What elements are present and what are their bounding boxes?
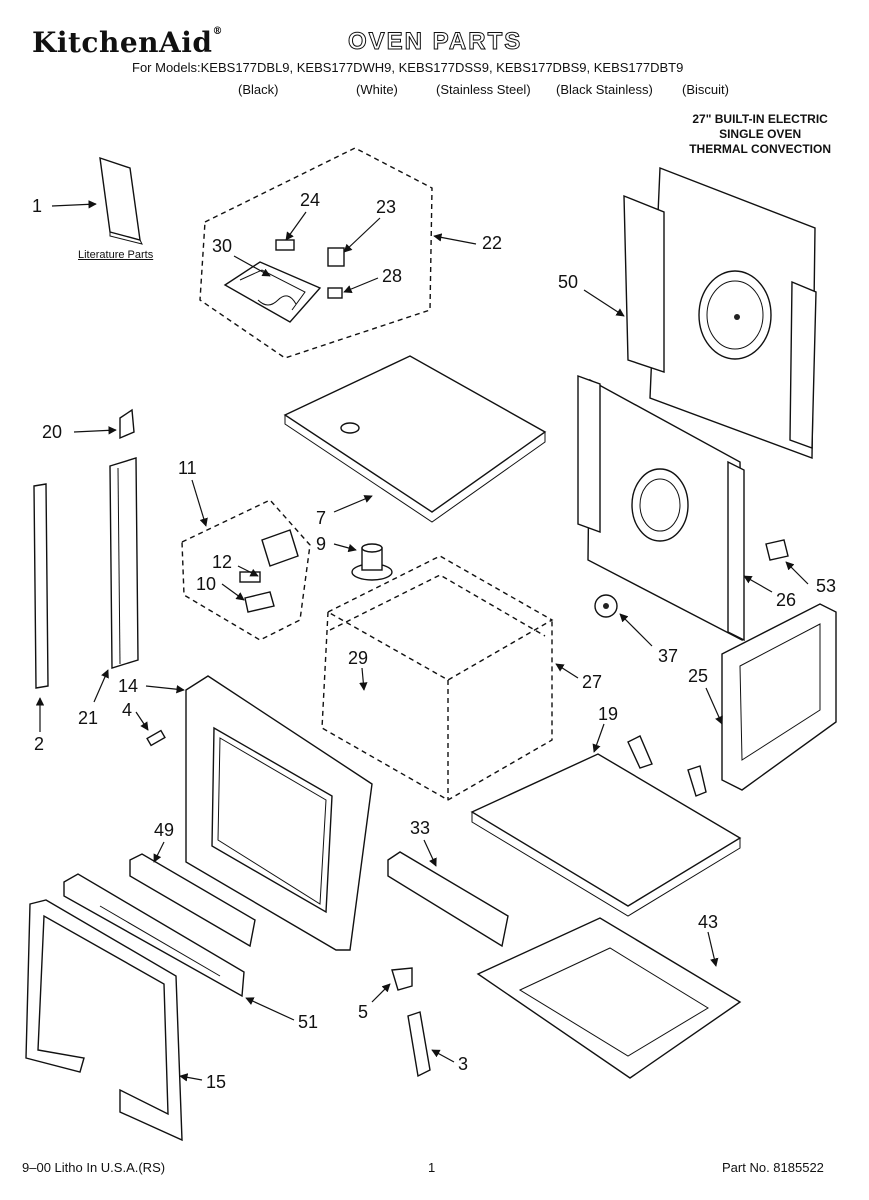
finish-biscuit: (Biscuit) (682, 82, 729, 97)
bottom-tray (476, 917, 742, 1079)
finish-black: (Black) (238, 82, 279, 97)
leader-lines (35, 200, 809, 1082)
description-line: SINGLE OVEN (719, 127, 802, 141)
footer-part-number: Part No. 8185522 (722, 1160, 824, 1175)
callout-7: 7 (316, 508, 327, 528)
callout-29: 29 (348, 648, 369, 668)
callout-2: 2 (34, 734, 45, 754)
callout-12: 12 (212, 552, 233, 572)
bracket-5 (391, 967, 413, 991)
fan-baffle (577, 375, 745, 642)
callout-10: 10 (196, 574, 217, 594)
callout-22: 22 (482, 233, 503, 253)
control-assembly-group (199, 147, 433, 359)
convection-motor (351, 543, 393, 581)
callout-20: 20 (42, 422, 63, 442)
callout-24: 24 (300, 190, 321, 210)
door-gasket (25, 899, 183, 1142)
trim-49 (129, 853, 256, 948)
callout-50: 50 (558, 272, 579, 292)
callout-3: 3 (458, 1054, 469, 1074)
left-trim-strips (33, 457, 139, 689)
finish-stainless: (Stainless Steel) (436, 82, 531, 97)
callout-27: 27 (582, 672, 603, 692)
oven-cavity (321, 555, 554, 801)
description-line: 27" BUILT-IN ELECTRIC (692, 112, 828, 126)
callout-26: 26 (776, 590, 797, 610)
callout-5: 5 (358, 1002, 369, 1022)
side-panel (721, 603, 837, 791)
door-switch-group (181, 499, 311, 641)
top-panel (283, 355, 547, 523)
screw-4 (146, 729, 166, 747)
vent-trim (63, 873, 245, 998)
callout-4: 4 (122, 700, 133, 720)
callout-49: 49 (154, 820, 175, 840)
callout-37: 37 (658, 646, 679, 666)
callout-43: 43 (698, 912, 719, 932)
bracket-3 (407, 1011, 431, 1078)
callout-51: 51 (298, 1012, 319, 1032)
callout-25: 25 (688, 666, 709, 686)
callout-9: 9 (316, 534, 327, 554)
callout-19: 19 (598, 704, 619, 724)
callout-21: 21 (78, 708, 99, 728)
bracket-53 (765, 539, 789, 561)
front-frame (185, 675, 373, 951)
callout-15: 15 (206, 1072, 227, 1092)
callout-28: 28 (382, 266, 403, 286)
callout-23: 23 (376, 197, 397, 217)
rear-panel (623, 166, 817, 460)
trim-33 (387, 851, 509, 948)
footer-litho: 9–00 Litho In U.S.A.(RS) (22, 1160, 166, 1175)
callout-53: 53 (816, 576, 837, 596)
finish-white: (White) (356, 82, 398, 97)
product-description: 27" BUILT-IN ELECTRIC SINGLE OVEN THERMA… (689, 112, 831, 157)
footer-page-number: 1 (428, 1160, 436, 1175)
callout-1: 1 (32, 196, 43, 216)
literature-booklet (99, 156, 143, 245)
literature-parts-label: Literature Parts (78, 249, 154, 261)
callout-11: 11 (178, 458, 197, 478)
callout-14: 14 (118, 676, 139, 696)
models-line: For Models:KEBS177DBL9, KEBS177DWH9, KEB… (132, 60, 684, 75)
brand-logo: KitchenAid® (32, 26, 223, 59)
finish-black-stainless: (Black Stainless) (556, 82, 653, 97)
page-title: OVEN PARTS (347, 28, 523, 56)
clip-20 (119, 408, 135, 440)
description-line: THERMAL CONVECTION (689, 142, 831, 156)
callout-33: 33 (410, 818, 431, 838)
bottom-panel (470, 735, 742, 917)
callout-30: 30 (212, 236, 233, 256)
fan-blade (594, 594, 618, 618)
